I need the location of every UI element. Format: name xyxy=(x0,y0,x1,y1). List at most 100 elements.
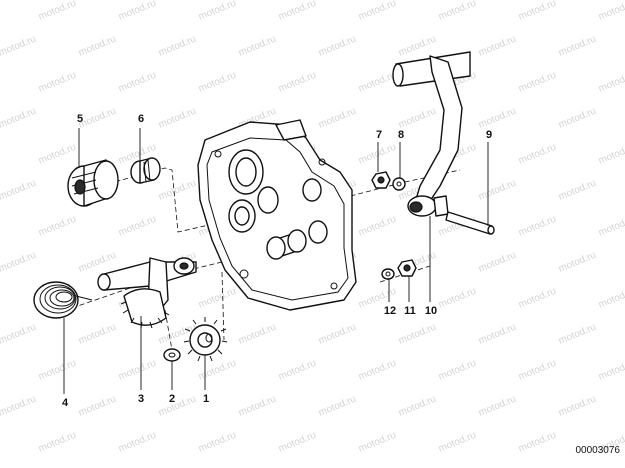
watermark-text: motod.ru xyxy=(597,70,625,95)
watermark-text: motod.ru xyxy=(517,286,558,311)
watermark-text: motod.ru xyxy=(597,142,625,167)
watermark-text: motod.ru xyxy=(237,394,278,419)
watermark-text: motod.ru xyxy=(237,34,278,59)
callout-5: 5 xyxy=(77,113,83,125)
watermark-text: motod.ru xyxy=(77,250,118,275)
watermark-text: motod.ru xyxy=(157,394,198,419)
watermark-text: motod.ru xyxy=(197,286,238,311)
callout-6: 6 xyxy=(138,113,144,125)
watermark-text: motod.ru xyxy=(437,358,478,383)
gear-part-1 xyxy=(183,317,228,362)
watermark-text: motod.ru xyxy=(37,430,78,455)
callout-10: 10 xyxy=(425,305,437,317)
watermark-text: motod.ru xyxy=(37,214,78,239)
watermark-text: motod.ru xyxy=(117,214,158,239)
watermark-text: motod.ru xyxy=(197,430,238,455)
watermark-text: motod.ru xyxy=(0,178,38,203)
callout-3: 3 xyxy=(138,393,144,405)
watermark-text: motod.ru xyxy=(357,142,398,167)
watermark-text: motod.ru xyxy=(397,106,438,131)
watermark-text: motod.ru xyxy=(517,0,558,23)
kickstart-lever-part-10 xyxy=(392,51,471,217)
watermark-text: motod.ru xyxy=(357,0,398,23)
watermark-text: motod.ru xyxy=(397,394,438,419)
watermark-text: motod.ru xyxy=(597,358,625,383)
watermark-text: motod.ru xyxy=(277,70,318,95)
watermark-text: motod.ru xyxy=(597,286,625,311)
watermark-text: motod.ru xyxy=(597,0,625,23)
watermark-text: motod.ru xyxy=(317,34,358,59)
kickstart-shaft-part-3 xyxy=(97,257,197,329)
watermark-text: motod.ru xyxy=(557,250,598,275)
watermark-text: motod.ru xyxy=(437,286,478,311)
watermark-text: motod.ru xyxy=(77,394,118,419)
callout-4: 4 xyxy=(62,397,69,409)
callout-1: 1 xyxy=(203,393,209,405)
watermark-text: motod.ru xyxy=(317,106,358,131)
bushing-part-6 xyxy=(130,157,161,184)
watermark-text: motod.ru xyxy=(237,322,278,347)
watermark-text: motod.ru xyxy=(37,142,78,167)
watermark-text: motod.ru xyxy=(157,178,198,203)
watermark-text: motod.ru xyxy=(517,430,558,455)
watermark-text: motod.ru xyxy=(357,430,398,455)
watermark-text: motod.ru xyxy=(0,394,38,419)
watermark-text: motod.ru xyxy=(157,34,198,59)
housing-cover xyxy=(197,119,357,311)
watermark-text: motod.ru xyxy=(557,178,598,203)
callout-8: 8 xyxy=(398,129,404,141)
washer-part-2 xyxy=(163,348,181,362)
watermark-text: motod.ru xyxy=(437,430,478,455)
nut-part-11 xyxy=(397,259,417,277)
watermark-text: motod.ru xyxy=(477,394,518,419)
watermark-text: motod.ru xyxy=(37,0,78,23)
callout-9: 9 xyxy=(486,129,492,141)
washer-part-8 xyxy=(392,177,406,191)
callout-7: 7 xyxy=(376,129,382,141)
watermark-text: motod.ru xyxy=(357,358,398,383)
watermark-text: motod.ru xyxy=(197,358,238,383)
watermark-text: motod.ru xyxy=(357,70,398,95)
watermark-text: motod.ru xyxy=(77,106,118,131)
watermark-text: motod.ru xyxy=(477,322,518,347)
watermark-text: motod.ru xyxy=(37,358,78,383)
watermark-text: motod.ru xyxy=(37,70,78,95)
watermark-text: motod.ru xyxy=(77,322,118,347)
watermark-text: motod.ru xyxy=(197,0,238,23)
callout-12: 12 xyxy=(384,305,396,317)
callout-11: 11 xyxy=(404,305,416,317)
watermark-text: motod.ru xyxy=(397,322,438,347)
watermark-text: motod.ru xyxy=(477,178,518,203)
watermark-text: motod.ru xyxy=(117,430,158,455)
pin-part-9 xyxy=(445,211,495,235)
watermark-text: motod.ru xyxy=(517,214,558,239)
watermark-text: motod.ru xyxy=(517,70,558,95)
watermark-text: motod.ru xyxy=(557,394,598,419)
watermark-text: motod.ru xyxy=(557,34,598,59)
watermark-text: motod.ru xyxy=(517,358,558,383)
watermark-text: motod.ru xyxy=(357,214,398,239)
watermark-text: motod.ru xyxy=(317,394,358,419)
watermark-text: motod.ru xyxy=(0,106,38,131)
washer-part-12 xyxy=(381,268,395,280)
splined-sleeve-part-5 xyxy=(67,159,119,207)
nut-part-7 xyxy=(371,171,391,189)
watermark-text: motod.ru xyxy=(0,250,38,275)
watermark-text: motod.ru xyxy=(117,358,158,383)
watermark-text: motod.ru xyxy=(277,430,318,455)
watermark-text: motod.ru xyxy=(557,106,598,131)
watermark-text: motod.ru xyxy=(477,34,518,59)
watermark-text: motod.ru xyxy=(317,322,358,347)
leader-lines xyxy=(63,128,489,394)
watermark-text: motod.ru xyxy=(517,142,558,167)
return-spring-part-4 xyxy=(33,281,93,319)
watermark-text: motod.ru xyxy=(277,358,318,383)
watermark-text: motod.ru xyxy=(437,0,478,23)
watermark-text: motod.ru xyxy=(557,322,598,347)
callout-2: 2 xyxy=(169,393,175,405)
watermark-text: motod.ru xyxy=(597,214,625,239)
watermark-text: motod.ru xyxy=(397,34,438,59)
watermark-text: motod.ru xyxy=(117,0,158,23)
watermark-text: motod.ru xyxy=(0,322,38,347)
